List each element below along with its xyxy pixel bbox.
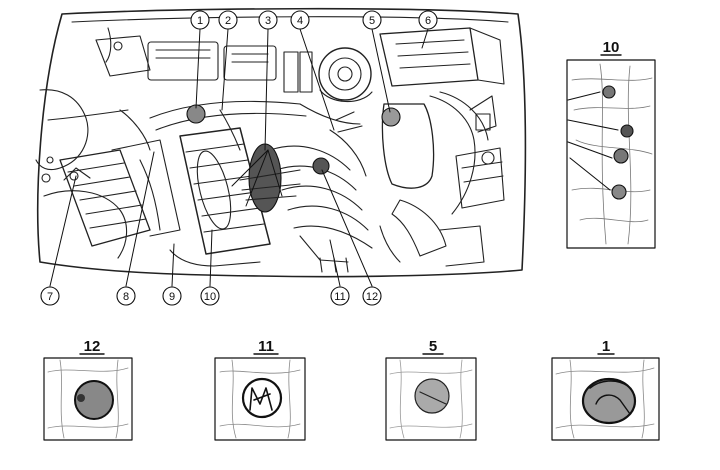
callout-label: 9 [169,291,175,303]
callout-7: 7 [40,286,60,306]
detail-10-sketch [571,63,653,245]
detail-12-sketch [47,359,129,439]
callout-label: 4 [297,15,303,27]
callout-label: 6 [425,15,431,27]
callout-4: 4 [290,10,310,30]
detail-label: 10 [603,39,620,56]
callout-label: 1 [197,15,203,27]
detail-12: 12 [43,338,133,441]
callout-3: 3 [258,10,278,30]
callout-leaders [49,28,429,287]
callout-label: 2 [225,15,231,27]
detail-label: 12 [84,338,101,355]
callout-8: 8 [116,286,136,306]
callout-label: 3 [265,15,271,27]
detail-1-sketch [555,359,655,439]
detail-label: 11 [258,338,274,355]
detail-label: 1 [602,338,610,355]
callout-label: 7 [47,291,53,303]
callout-label: 12 [366,291,378,303]
callout-11: 11 [330,286,350,306]
callout-label: 8 [123,291,129,303]
detail-1: 1 [551,338,660,441]
detail-label: 5 [429,338,437,355]
engine-bay-drawing [35,7,527,278]
callout-12: 12 [362,286,382,306]
detail-10: 10 [566,39,656,249]
detail-5: 5 [385,338,477,441]
callout-2: 2 [218,10,238,30]
detail-11: 11 [214,338,306,441]
callout-label: 11 [334,291,345,303]
callout-label: 5 [369,15,375,27]
callout-label: 10 [204,291,216,303]
callout-1: 1 [190,10,210,30]
detail-5-sketch [389,359,473,439]
callout-9: 9 [162,286,182,306]
callout-5: 5 [362,10,382,30]
callout-6: 6 [418,10,438,30]
detail-11-sketch [219,359,301,439]
callout-10: 10 [200,286,220,306]
